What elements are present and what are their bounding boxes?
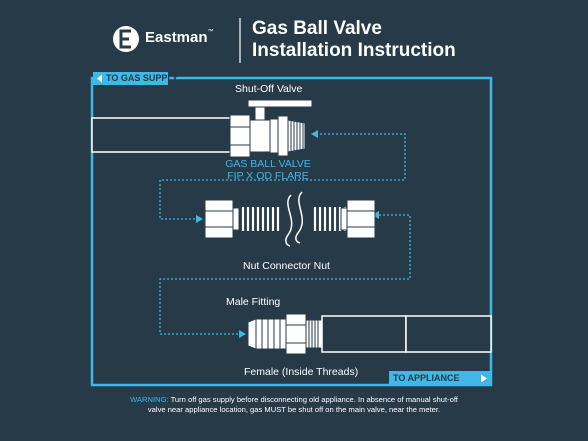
valve-name-line2: FIP X OD FLARE: [227, 170, 309, 182]
shutoff-valve-label: Shut-Off Valve: [235, 83, 303, 95]
connector-guides: [159, 133, 411, 335]
installation-frame: [90, 76, 493, 387]
arrow-right-icon: [481, 374, 487, 383]
break-symbol: [285, 191, 304, 247]
corrugated-tube-right: [313, 207, 347, 231]
appliance-pipe: [321, 315, 492, 353]
nut-connector-label: Nut Connector Nut: [243, 260, 330, 272]
to-gas-supply-tag: [93, 72, 168, 85]
female-threads-label: Female (Inside Threads): [244, 366, 359, 378]
arrow-right-icon: [239, 330, 246, 338]
to-appliance-label: TO APPLIANCE: [393, 373, 460, 383]
valve-name-line1: GAS BALL VALVE: [225, 158, 311, 170]
arrow-right-icon: [196, 215, 203, 223]
corrugated-tube-left: [241, 207, 280, 231]
warning-line1: WARNING: Turn off gas supply before disc…: [130, 395, 458, 404]
brand-name: Eastman™: [145, 29, 214, 46]
arrow-left-icon: [311, 130, 318, 138]
arrow-left-icon: [97, 74, 102, 83]
male-fitting-part: [247, 313, 323, 355]
gas-ball-valve-part: [229, 99, 313, 158]
connector-nut-right: [340, 199, 376, 239]
male-fitting-label: Male Fitting: [226, 296, 281, 308]
page-title-line1: Gas Ball Valve: [252, 18, 382, 39]
to-appliance-tag: [389, 371, 490, 386]
gas-supply-pipe: [91, 117, 235, 153]
to-gas-supply-label: TO GAS SUPPLY: [106, 73, 179, 83]
page-title-line2: Installation Instruction: [252, 40, 456, 61]
warning-line2: valve near appliance location, gas MUST …: [147, 405, 441, 414]
connector-nut-left: [204, 199, 240, 239]
eastman-logo-icon: [113, 26, 139, 52]
